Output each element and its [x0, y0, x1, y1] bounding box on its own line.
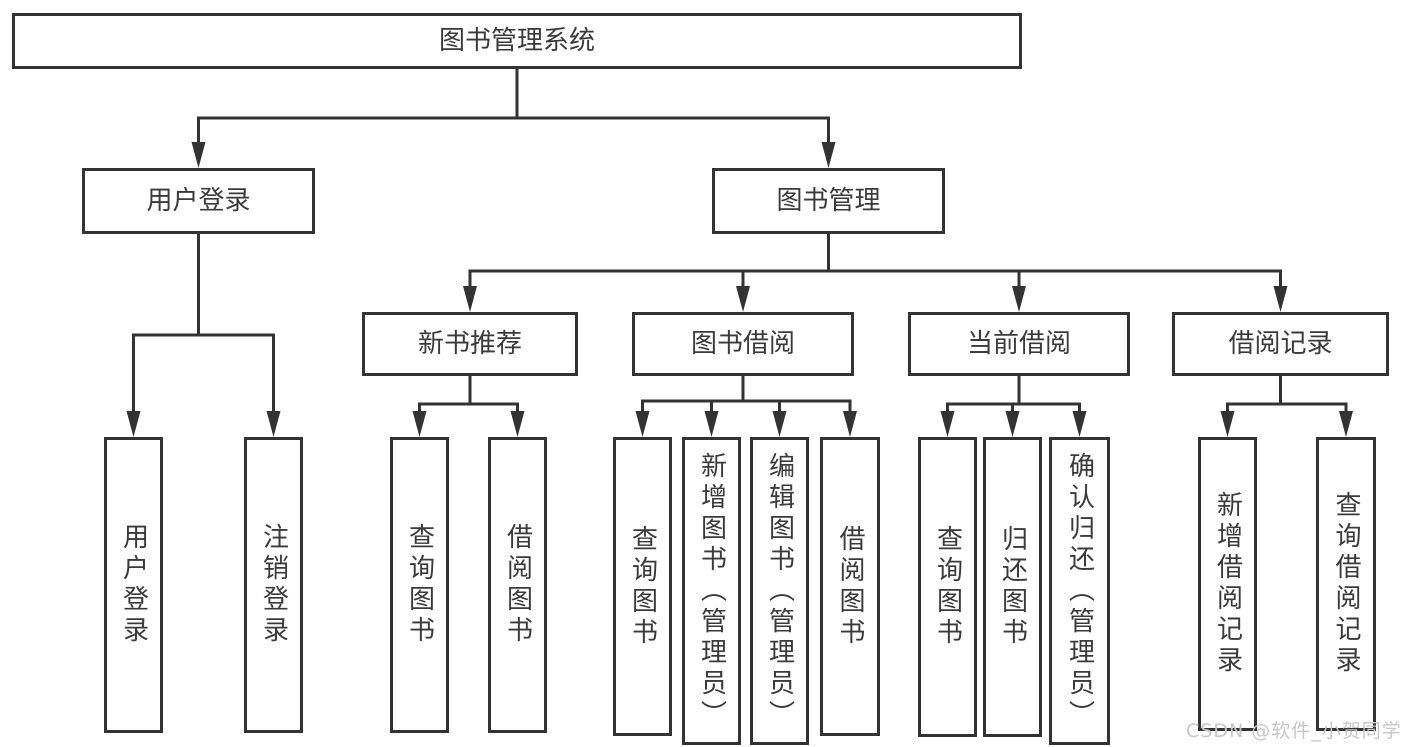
node-label: 归还图书: [997, 525, 1028, 649]
node-v-confirm-return: 确认归还（管理员）: [1049, 437, 1110, 745]
node-label: 查询图书: [932, 525, 963, 649]
node-v-user-login: 用户登录: [104, 437, 163, 733]
arrowhead-icon: [635, 411, 650, 437]
node-v-return-book: 归还图书: [983, 437, 1042, 737]
node-v-add-book: 新增图书（管理员）: [682, 437, 741, 745]
arrowhead-icon: [1072, 411, 1087, 437]
node-label: 新书推荐: [417, 329, 522, 359]
arrowhead-icon: [1005, 411, 1020, 437]
node-root: 图书管理系统: [12, 13, 1022, 69]
node-current-borrow: 当前借阅: [908, 312, 1130, 376]
arrowhead-icon: [1220, 411, 1235, 437]
node-label: 借阅记录: [1228, 329, 1333, 359]
node-label: 借阅图书: [835, 524, 865, 649]
arrowhead-icon: [510, 411, 525, 437]
node-label: 图书管理: [776, 186, 881, 216]
node-borrow-records: 借阅记录: [1172, 312, 1389, 376]
node-v-add-record: 新增借阅记录: [1198, 437, 1257, 731]
node-v-edit-book: 编辑图书（管理员）: [750, 437, 809, 745]
arrowhead-icon: [1012, 286, 1026, 312]
node-v-borrow-book-2: 借阅图书: [820, 437, 880, 736]
arrowhead-icon: [1273, 286, 1288, 312]
node-v-query-book-2: 查询图书: [613, 437, 672, 736]
node-book-mgmt: 图书管理: [712, 168, 945, 234]
node-label: 查询借阅记录: [1331, 491, 1361, 677]
node-v-query-record: 查询借阅记录: [1316, 437, 1376, 731]
arrowhead-icon: [736, 286, 750, 312]
node-label: 用户登录: [146, 186, 251, 216]
node-label: 图书管理系统: [438, 26, 595, 56]
arrowhead-icon: [843, 411, 857, 437]
arrowhead-icon: [463, 286, 477, 312]
node-label: 编辑图书（管理员）: [764, 451, 795, 731]
node-label: 查询图书: [627, 524, 658, 649]
node-v-query-book-3: 查询图书: [918, 437, 977, 737]
arrowhead-icon: [940, 411, 955, 437]
arrowhead-icon: [704, 411, 719, 437]
node-book-borrow: 图书借阅: [632, 312, 854, 376]
node-user-login: 用户登录: [82, 168, 315, 234]
node-label: 当前借阅: [966, 329, 1071, 359]
watermark: CSDN @软件_小贺同学: [1186, 720, 1402, 742]
node-label: 注销登录: [258, 523, 289, 647]
arrowhead-icon: [191, 142, 206, 168]
node-label: 借阅图书: [502, 523, 533, 647]
node-label: 新增图书（管理员）: [696, 451, 727, 731]
arrowhead-icon: [412, 411, 427, 437]
arrowhead-icon: [266, 411, 281, 437]
arrowhead-icon: [821, 142, 836, 168]
node-label: 查询图书: [404, 523, 435, 647]
node-label: 确认归还（管理员）: [1064, 451, 1095, 731]
arrowhead-icon: [772, 411, 787, 437]
node-label: 用户登录: [118, 523, 149, 647]
node-v-logout: 注销登录: [244, 437, 303, 733]
node-v-borrow-book-1: 借阅图书: [488, 437, 547, 733]
node-new-book-rec: 新书推荐: [362, 312, 578, 376]
node-label: 新增借阅记录: [1212, 491, 1243, 677]
arrowhead-icon: [126, 411, 141, 437]
node-label: 图书借阅: [690, 329, 795, 359]
arrowhead-icon: [1339, 411, 1353, 437]
node-v-query-book-1: 查询图书: [390, 437, 449, 733]
